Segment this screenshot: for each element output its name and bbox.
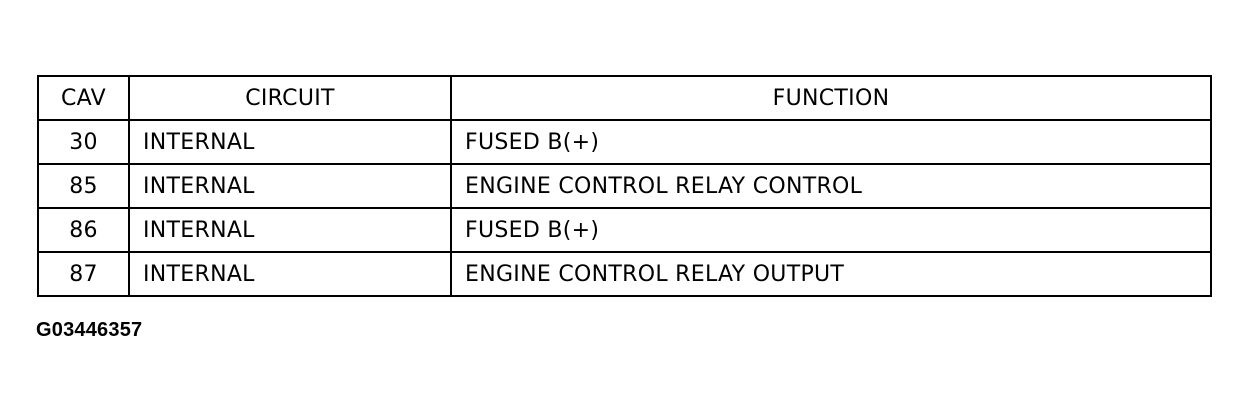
cell-circuit: INTERNAL [128,251,452,297]
connector-pin-table: CAV CIRCUIT FUNCTION 30 INTERNAL FUSED B… [37,75,1212,297]
table-row: 30 INTERNAL FUSED B(+) [37,119,1212,165]
cell-cav: 85 [37,163,130,209]
cell-cav: 30 [37,119,130,165]
cell-cav: 87 [37,251,130,297]
header-function: FUNCTION [450,75,1212,121]
cell-function: ENGINE CONTROL RELAY OUTPUT [450,251,1212,297]
header-circuit: CIRCUIT [128,75,452,121]
cell-circuit: INTERNAL [128,163,452,209]
header-cav: CAV [37,75,130,121]
table-row: 87 INTERNAL ENGINE CONTROL RELAY OUTPUT [37,251,1212,297]
cell-function: ENGINE CONTROL RELAY CONTROL [450,163,1212,209]
table-body: 30 INTERNAL FUSED B(+) 85 INTERNAL ENGIN… [37,119,1212,297]
cell-cav: 86 [37,207,130,253]
table-row: 86 INTERNAL FUSED B(+) [37,207,1212,253]
table-row: 85 INTERNAL ENGINE CONTROL RELAY CONTROL [37,163,1212,209]
cell-function: FUSED B(+) [450,207,1212,253]
cell-function: FUSED B(+) [450,119,1212,165]
cell-circuit: INTERNAL [128,207,452,253]
table-header: CAV CIRCUIT FUNCTION [37,75,1212,121]
figure-id: G03446357 [36,319,143,341]
cell-circuit: INTERNAL [128,119,452,165]
header-row: CAV CIRCUIT FUNCTION [37,75,1212,121]
